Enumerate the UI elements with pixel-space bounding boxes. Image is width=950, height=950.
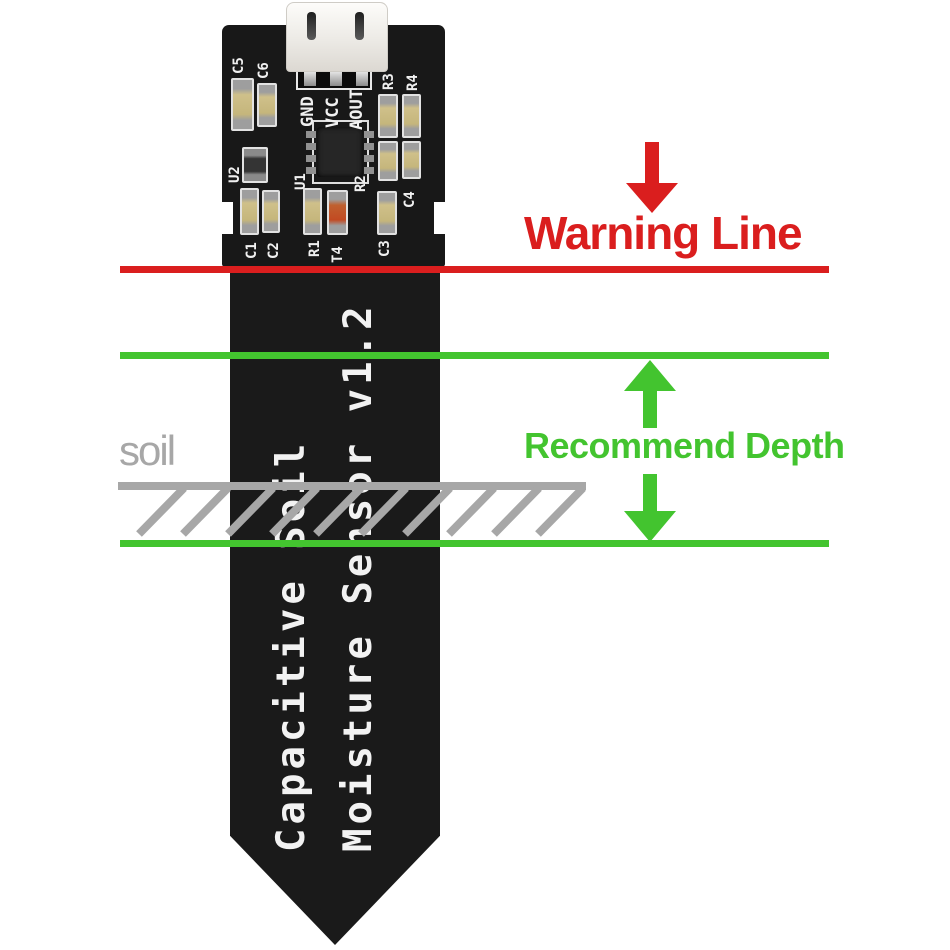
smd-component-r3b bbox=[378, 141, 398, 181]
ic-pin bbox=[306, 143, 316, 150]
warning-line bbox=[120, 266, 829, 273]
depth-upper-line bbox=[120, 352, 829, 359]
smd-component-c1 bbox=[240, 188, 259, 235]
soil-surface-hatching bbox=[118, 482, 586, 537]
ic-pin bbox=[306, 131, 316, 138]
ic-chip-outline bbox=[312, 120, 369, 184]
solder-pad bbox=[304, 72, 316, 86]
smd-component-u2 bbox=[242, 147, 268, 183]
ic-pin bbox=[306, 155, 316, 162]
mounting-notch-right bbox=[434, 202, 445, 234]
pin-label-aout: AOUT bbox=[347, 89, 367, 130]
silkscreen-label-r3: R3 bbox=[381, 73, 397, 90]
recommend-depth-label: Recommend Depth bbox=[524, 425, 845, 466]
ic-pin bbox=[364, 167, 374, 174]
mounting-notch-left bbox=[222, 202, 233, 234]
jst-connector bbox=[286, 2, 388, 72]
connector-slot bbox=[355, 12, 364, 40]
silkscreen-label-r1: R1 bbox=[307, 240, 323, 257]
smd-component-t4-led bbox=[327, 190, 348, 235]
silkscreen-label-c1: C1 bbox=[244, 242, 260, 259]
sensor-probe bbox=[230, 262, 440, 945]
depth-arrow-down-icon bbox=[624, 474, 676, 542]
board-title-line2: Moisture Sensor v1.2 bbox=[336, 302, 381, 852]
soil-label: soil bbox=[119, 427, 176, 474]
silkscreen-label-c6: C6 bbox=[256, 62, 272, 79]
smd-component-c5 bbox=[231, 78, 254, 131]
ic-pin bbox=[364, 143, 374, 150]
smd-component-r3a bbox=[378, 94, 398, 138]
ic-chip-body bbox=[317, 127, 363, 177]
solder-pads bbox=[296, 68, 372, 90]
solder-pad bbox=[330, 72, 342, 86]
warning-line-label: Warning Line bbox=[524, 207, 803, 259]
ic-pin bbox=[364, 155, 374, 162]
connector-slot bbox=[307, 12, 316, 40]
silkscreen-label-u2: U2 bbox=[227, 166, 243, 183]
silkscreen-label-t4: T4 bbox=[330, 246, 346, 263]
depth-lower-line bbox=[120, 540, 829, 547]
smd-component-r4b bbox=[402, 141, 421, 179]
depth-arrow-up-icon bbox=[624, 360, 676, 428]
smd-component-r1 bbox=[303, 188, 322, 235]
ic-pin bbox=[306, 167, 316, 174]
silkscreen-label-c3: C3 bbox=[377, 240, 393, 257]
smd-component-c2 bbox=[262, 190, 280, 233]
silkscreen-label-c2: C2 bbox=[266, 242, 282, 259]
solder-pad bbox=[356, 72, 368, 86]
ic-pin bbox=[364, 131, 374, 138]
silkscreen-label-r2: R2 bbox=[353, 175, 369, 192]
smd-component-r4a bbox=[402, 94, 421, 138]
silkscreen-label-c4: C4 bbox=[402, 191, 418, 208]
smd-component-c3 bbox=[377, 191, 397, 235]
silkscreen-label-r4: R4 bbox=[405, 74, 421, 91]
pin-label-gnd: GND bbox=[298, 96, 318, 127]
silkscreen-label-c5: C5 bbox=[231, 57, 247, 74]
smd-component-c6 bbox=[257, 83, 277, 127]
pin-label-vcc: VCC bbox=[323, 97, 343, 128]
silkscreen-label-u1: U1 bbox=[293, 173, 309, 190]
warning-arrow-icon bbox=[626, 142, 678, 213]
